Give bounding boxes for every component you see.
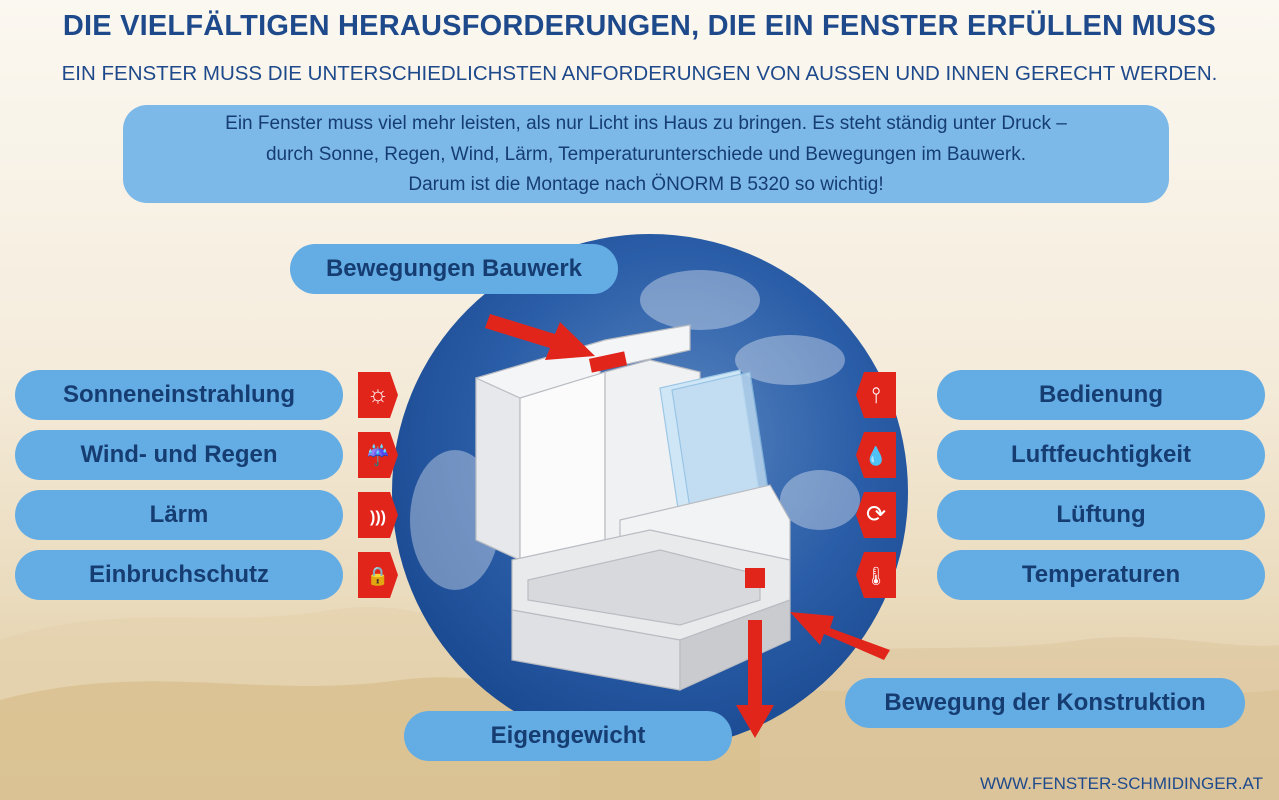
window-frame bbox=[475, 324, 791, 691]
intro-line-2: durch Sonne, Regen, Wind, Lärm, Temperat… bbox=[265, 143, 1027, 165]
padlock-icon: 🔒 bbox=[358, 552, 398, 598]
intro-line-1: Ein Fenster muss viel mehr leisten, als … bbox=[225, 113, 1067, 134]
water-drop-icon: 💧 bbox=[856, 432, 896, 478]
sun-icon: ☼ bbox=[358, 372, 398, 418]
force-arrows bbox=[485, 314, 890, 738]
circulation-arrows-icon: ⟳ bbox=[856, 492, 896, 538]
label-sonneneinstrahlung: Sonneneinstrahlung bbox=[15, 370, 343, 420]
label-wind-regen: Wind- und Regen bbox=[15, 430, 343, 480]
label-laerm: Lärm bbox=[15, 490, 343, 540]
label-bewegungen-bauwerk: Bewegungen Bauwerk bbox=[290, 244, 618, 294]
label-temperaturen: Temperaturen bbox=[937, 550, 1265, 600]
intro-box: Ein Fenster muss viel mehr leisten, als … bbox=[123, 105, 1169, 203]
website-url[interactable]: WWW.FENSTER-SCHMIDINGER.AT bbox=[980, 774, 1263, 793]
thermometer-icon: 🌡 bbox=[856, 552, 896, 598]
label-luftfeuchtigkeit: Luftfeuchtigkeit bbox=[937, 430, 1265, 480]
sound-waves-icon: ))) bbox=[358, 492, 398, 538]
arrow-down bbox=[736, 620, 774, 738]
red-seal-bottom bbox=[745, 568, 765, 588]
label-einbruchschutz: Einbruchschutz bbox=[15, 550, 343, 600]
red-seal-top bbox=[588, 351, 628, 373]
arrow-right bbox=[790, 612, 890, 660]
intro-line-3: Darum ist die Montage nach ÖNORM B 5320 … bbox=[408, 174, 884, 195]
page-title: DIE VIELFÄLTIGEN HERAUSFORDERUNGEN, DIE … bbox=[62, 10, 1217, 42]
page-subtitle: EIN FENSTER MUSS DIE UNTERSCHIEDLICHSTEN… bbox=[61, 62, 1218, 85]
rain-cloud-icon: ☔ bbox=[358, 432, 398, 478]
label-eigengewicht: Eigengewicht bbox=[404, 711, 732, 761]
window-handle-icon: ⫯ bbox=[856, 372, 896, 418]
label-bewegung-konstruktion: Bewegung der Konstruktion bbox=[845, 678, 1245, 728]
label-lueftung: Lüftung bbox=[937, 490, 1265, 540]
label-bedienung: Bedienung bbox=[937, 370, 1265, 420]
arrow-top bbox=[485, 314, 595, 360]
